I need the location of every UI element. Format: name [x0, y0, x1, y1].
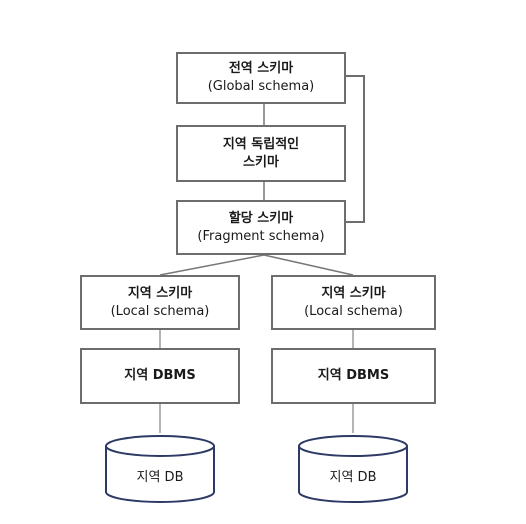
local-schema-box-right: 지역 스키마 (Local schema) [271, 275, 436, 330]
local-independent-subtitle: 스키마 [243, 154, 279, 170]
global-schema-box: 전역 스키마 (Global schema) [176, 52, 346, 104]
db-cylinder-left [105, 435, 215, 503]
fragment-schema-title: 할당 스키마 [228, 210, 294, 226]
local-schema-right-title: 지역 스키마 [321, 285, 386, 301]
local-independent-title: 지역 독립적인 [222, 136, 300, 152]
local-schema-left-subtitle: (Local schema) [110, 303, 210, 319]
db-left-label: 지역 DB [136, 470, 184, 485]
global-schema-subtitle: (Global schema) [207, 79, 315, 94]
local-schema-right-subtitle: (Local schema) [304, 303, 403, 319]
local-schema-left-title: 지역 스키마 [127, 285, 193, 301]
dbms-right-label: 지역 DBMS [317, 368, 390, 383]
global-schema-title: 전역 스키마 [228, 61, 294, 76]
dbms-box-left: 지역 DBMS [80, 348, 240, 404]
connector-fragment-to-left [159, 254, 265, 276]
connector-global-fragment-bracket [345, 75, 365, 223]
dbms-left-label: 지역 DBMS [124, 368, 196, 383]
fragment-schema-subtitle: (Fragment schema) [197, 228, 325, 244]
dbms-box-right: 지역 DBMS [271, 348, 436, 404]
connector-fragment-to-right [263, 254, 354, 276]
local-schema-box-left: 지역 스키마 (Local schema) [80, 275, 240, 330]
db-cylinder-right [298, 435, 408, 503]
fragment-schema-box: 할당 스키마 (Fragment schema) [176, 200, 346, 255]
db-right-label: 지역 DB [329, 470, 377, 485]
local-independent-schema-box: 지역 독립적인 스키마 [176, 125, 346, 182]
